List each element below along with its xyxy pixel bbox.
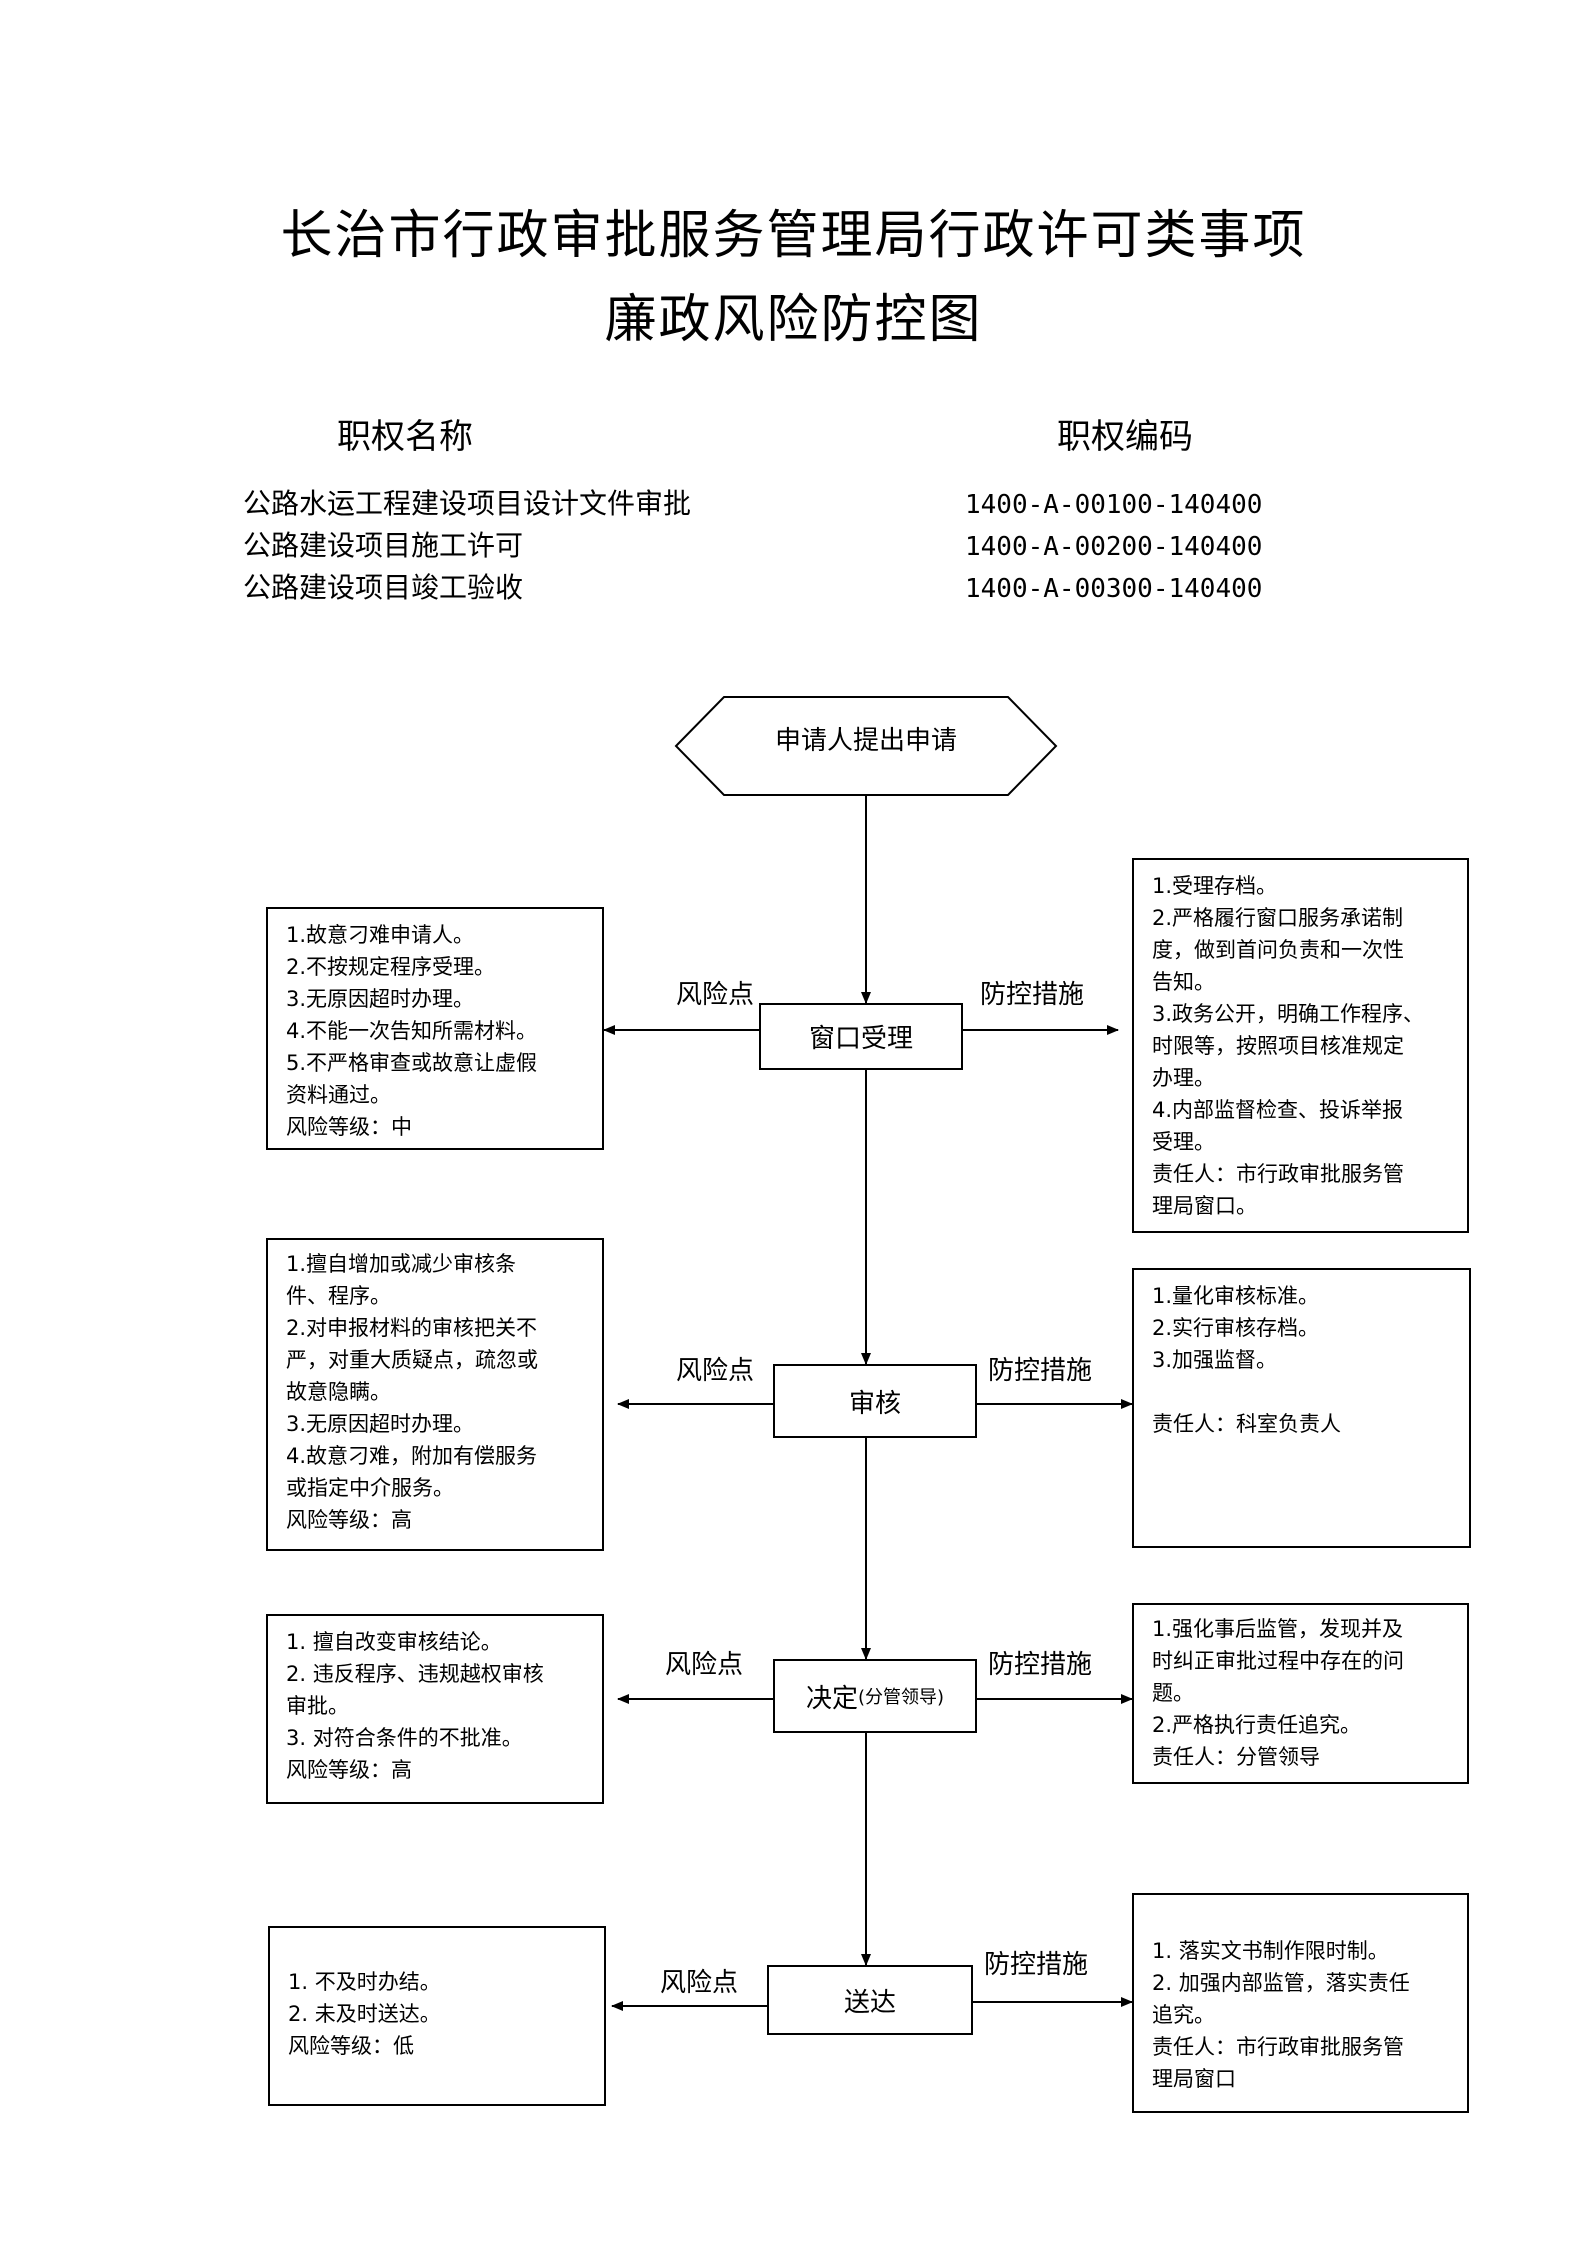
risk-item: 资料通过。 bbox=[286, 1083, 391, 1107]
risk-item: 2. 违反程序、违规越权审核 bbox=[286, 1662, 544, 1686]
risk-item: 4.不能一次告知所需材料。 bbox=[286, 1019, 538, 1043]
control-measures-label: 防控措施 bbox=[988, 1650, 1093, 1680]
risk-item: 3.无原因超时办理。 bbox=[286, 1412, 475, 1436]
risk-box: 1. 擅自改变审核结论。 2. 违反程序、违规越权审核 审批。 3. 对符合条件… bbox=[266, 1614, 604, 1804]
risk-item: 件、程序。 bbox=[286, 1284, 391, 1308]
risk-box: 1.擅自增加或减少审核条 件、程序。 2.对申报材料的审核把关不 严，对重大质疑… bbox=[266, 1238, 604, 1551]
start-terminator bbox=[674, 696, 1058, 796]
risk-item: 1.故意刁难申请人。 bbox=[286, 923, 475, 947]
page-title: 长治市行政审批服务管理局行政许可类事项 bbox=[280, 206, 1307, 266]
permission-name: 公路水运工程建设项目设计文件审批 bbox=[243, 487, 692, 520]
responsible-person: 责任人：市行政审批服务管 bbox=[1152, 1162, 1404, 1186]
control-box: 1.量化审核标准。 2.实行审核存档。 3.加强监督。 责任人：科室负责人 bbox=[1132, 1268, 1471, 1548]
page-subtitle: 廉政风险防控图 bbox=[604, 290, 983, 350]
control-item: 1. 落实文书制作限时制。 bbox=[1152, 1939, 1389, 1963]
step-node-decision: 决定(分管领导) bbox=[773, 1659, 977, 1733]
permission-code: 1400-A-00200-140400 bbox=[965, 532, 1263, 562]
risk-point-label: 风险点 bbox=[660, 1968, 739, 1998]
risk-item: 或指定中介服务。 bbox=[286, 1476, 454, 1500]
control-item: 办理。 bbox=[1152, 1066, 1215, 1090]
step-node-review: 审核 bbox=[773, 1364, 977, 1438]
risk-level: 风险等级：中 bbox=[286, 1115, 412, 1139]
control-measures-label: 防控措施 bbox=[984, 1950, 1089, 1980]
risk-item: 1.擅自增加或减少审核条 bbox=[286, 1252, 517, 1276]
risk-level: 风险等级：高 bbox=[286, 1508, 412, 1532]
control-item: 时限等，按照项目核准规定 bbox=[1152, 1034, 1404, 1058]
step-node-label: 窗口受理 bbox=[808, 1024, 913, 1054]
step-node-delivery: 送达 bbox=[767, 1965, 973, 2035]
permission-name: 公路建设项目竣工验收 bbox=[243, 571, 524, 604]
risk-item: 5.不严格审查或故意让虚假 bbox=[286, 1051, 538, 1075]
risk-item: 1. 不及时办结。 bbox=[288, 1970, 441, 1994]
risk-level: 风险等级：高 bbox=[286, 1758, 412, 1782]
control-measures-label: 防控措施 bbox=[980, 980, 1085, 1010]
risk-item: 严，对重大质疑点，疏忽或 bbox=[286, 1348, 538, 1372]
risk-box: 1.故意刁难申请人。 2.不按规定程序受理。 3.无原因超时办理。 4.不能一次… bbox=[266, 907, 604, 1150]
risk-point-label: 风险点 bbox=[665, 1650, 744, 1680]
risk-item: 3. 对符合条件的不批准。 bbox=[286, 1726, 523, 1750]
responsible-person: 理局窗口 bbox=[1152, 2067, 1236, 2091]
control-item: 告知。 bbox=[1152, 970, 1215, 994]
permission-code-header: 职权编码 bbox=[1057, 417, 1193, 457]
control-item: 3.政务公开，明确工作程序、 bbox=[1152, 1002, 1425, 1026]
control-box: 1.强化事后监管，发现并及 时纠正审批过程中存在的问 题。 2.严格执行责任追究… bbox=[1132, 1603, 1469, 1784]
risk-point-label: 风险点 bbox=[676, 980, 755, 1010]
step-node-label: 送达 bbox=[843, 1987, 896, 2018]
responsible-person: 责任人：科室负责人 bbox=[1152, 1412, 1341, 1436]
control-box: 1. 落实文书制作限时制。 2. 加强内部监管，落实责任 追究。 责任人：市行政… bbox=[1132, 1893, 1469, 2113]
step-node-sublabel: (分管领导) bbox=[857, 1687, 945, 1708]
risk-level: 风险等级：低 bbox=[288, 2034, 414, 2058]
control-item: 2.严格执行责任追究。 bbox=[1152, 1713, 1362, 1737]
control-measures-label: 防控措施 bbox=[988, 1356, 1093, 1386]
responsible-person: 责任人：市行政审批服务管 bbox=[1152, 2035, 1404, 2059]
control-item: 2.严格履行窗口服务承诺制 bbox=[1152, 906, 1404, 930]
control-item: 1.受理存档。 bbox=[1152, 874, 1278, 898]
start-node-label: 申请人提出申请 bbox=[774, 726, 957, 756]
responsible-person: 责任人：分管领导 bbox=[1152, 1745, 1320, 1769]
risk-item: 审批。 bbox=[286, 1694, 349, 1718]
risk-item: 3.无原因超时办理。 bbox=[286, 987, 475, 1011]
risk-item: 4.故意刁难，附加有偿服务 bbox=[286, 1444, 538, 1468]
step-node-label: 审核 bbox=[848, 1388, 901, 1419]
control-item: 2. 加强内部监管，落实责任 bbox=[1152, 1971, 1410, 1995]
control-box: 1.受理存档。 2.严格履行窗口服务承诺制 度，做到首问负责和一次性 告知。 3… bbox=[1132, 858, 1469, 1233]
control-spacer bbox=[1152, 1376, 1451, 1408]
risk-item: 2.对申报材料的审核把关不 bbox=[286, 1316, 538, 1340]
control-item: 追究。 bbox=[1152, 2003, 1215, 2027]
responsible-person: 理局窗口。 bbox=[1152, 1194, 1257, 1218]
risk-item: 2. 未及时送达。 bbox=[288, 2002, 441, 2026]
control-item: 受理。 bbox=[1152, 1130, 1215, 1154]
control-item: 度，做到首问负责和一次性 bbox=[1152, 938, 1404, 962]
control-item: 4.内部监督检查、投诉举报 bbox=[1152, 1098, 1404, 1122]
risk-item: 1. 擅自改变审核结论。 bbox=[286, 1630, 502, 1654]
risk-item: 故意隐瞒。 bbox=[286, 1380, 391, 1404]
step-node-label: 决定 bbox=[805, 1683, 858, 1714]
control-item: 时纠正审批过程中存在的问 bbox=[1152, 1649, 1404, 1673]
risk-box: 1. 不及时办结。 2. 未及时送达。 风险等级：低 bbox=[268, 1926, 606, 2106]
control-item: 2.实行审核存档。 bbox=[1152, 1316, 1320, 1340]
permission-code: 1400-A-00300-140400 bbox=[965, 574, 1263, 604]
control-item: 1.量化审核标准。 bbox=[1152, 1284, 1320, 1308]
control-item: 1.强化事后监管，发现并及 bbox=[1152, 1617, 1404, 1641]
control-item: 3.加强监督。 bbox=[1152, 1348, 1278, 1372]
permission-name-header: 职权名称 bbox=[337, 417, 473, 457]
risk-item: 2.不按规定程序受理。 bbox=[286, 955, 496, 979]
control-item: 题。 bbox=[1152, 1681, 1194, 1705]
permission-name: 公路建设项目施工许可 bbox=[243, 529, 524, 562]
permission-code: 1400-A-00100-140400 bbox=[965, 490, 1263, 520]
risk-point-label: 风险点 bbox=[676, 1356, 755, 1386]
step-node-window-acceptance: 窗口受理 bbox=[759, 1003, 963, 1070]
